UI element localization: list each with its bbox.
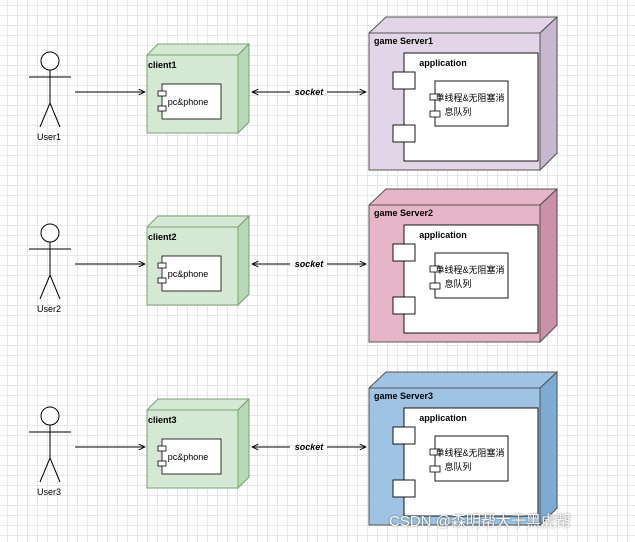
server-label: game Server1 [374,36,433,46]
actor-label: User2 [37,304,61,314]
application-label: application [419,58,467,68]
socket-label: socket [295,87,325,97]
application-label: application [419,413,467,423]
row-1: User1 client1 pc&phone socket game Server1 ap… [29,15,558,172]
server-label: game Server3 [374,391,433,401]
row-2: User2 client2 pc&phone socket game Server2 ap… [29,187,558,344]
queue-label-line1: 单线程&无阻塞消 [435,264,504,275]
component-label: pc&phone [168,97,209,107]
actor-label: User1 [37,132,61,142]
queue-label-line2: 息队列 [444,461,471,472]
queue-label-line1: 单线程&无阻塞消 [435,447,504,458]
actor-2[interactable]: User2 [29,223,71,314]
actor-3[interactable]: User3 [29,406,71,497]
client-node-1[interactable]: client1 pc&phone [146,42,250,135]
client-label: client3 [148,415,177,425]
queue-label-line2: 息队列 [444,278,471,289]
actor-1[interactable]: User1 [29,51,71,142]
component-pc-phone[interactable]: pc&phone [157,255,222,292]
row-3: User3 client3 pc&phone socket game Server3 ap… [29,370,558,527]
watermark: CSDN @森明帮大于黑虎帮 [389,513,571,530]
client-label: client2 [148,232,177,242]
queue-label-line2: 息队列 [444,106,471,117]
server-label: game Server2 [374,208,433,218]
component-pc-phone[interactable]: pc&phone [157,83,222,120]
client-node-2[interactable]: client2 pc&phone [146,214,250,307]
socket-label: socket [295,442,325,452]
socket-label: socket [295,259,325,269]
actor-label: User3 [37,487,61,497]
queue-label-line1: 单线程&无阻塞消 [435,92,504,103]
client-node-3[interactable]: client3 pc&phone [146,397,250,490]
component-label: pc&phone [168,269,209,279]
application-label: application [419,230,467,240]
component-pc-phone[interactable]: pc&phone [157,438,222,475]
client-label: client1 [148,60,177,70]
component-label: pc&phone [168,452,209,462]
